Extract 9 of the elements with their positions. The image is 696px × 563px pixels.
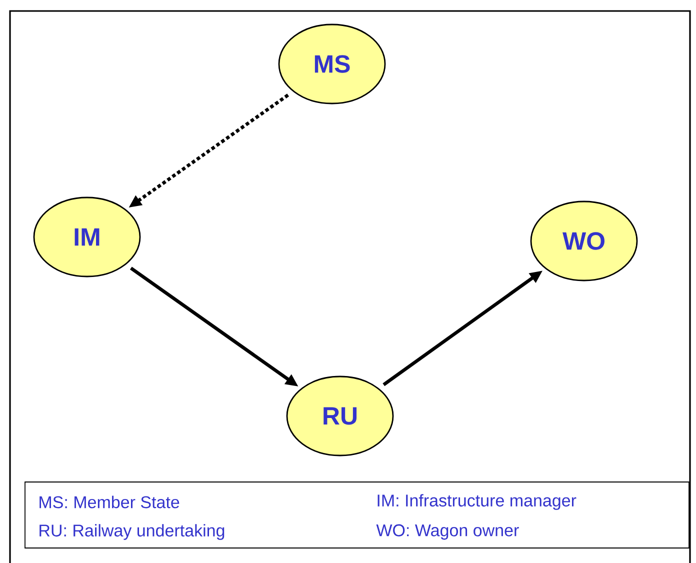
label: MS: Member State bbox=[40, 496, 180, 508]
key-box: MS: Member State IM: Infrastructure manager RU: Railway undertaking WO: Wagon owner bbox=[24, 482, 690, 548]
ellipse-node: MS bbox=[278, 24, 386, 104]
label: RU: Railway undertaking bbox=[40, 524, 224, 540]
label: WO: Wagon owner bbox=[376, 524, 519, 540]
ellipse-node: WO bbox=[530, 200, 638, 282]
ellipse-node: IM bbox=[33, 196, 141, 278]
ellipse-node: RU bbox=[286, 376, 394, 456]
label: IM: Infrastructure manager bbox=[378, 494, 576, 510]
